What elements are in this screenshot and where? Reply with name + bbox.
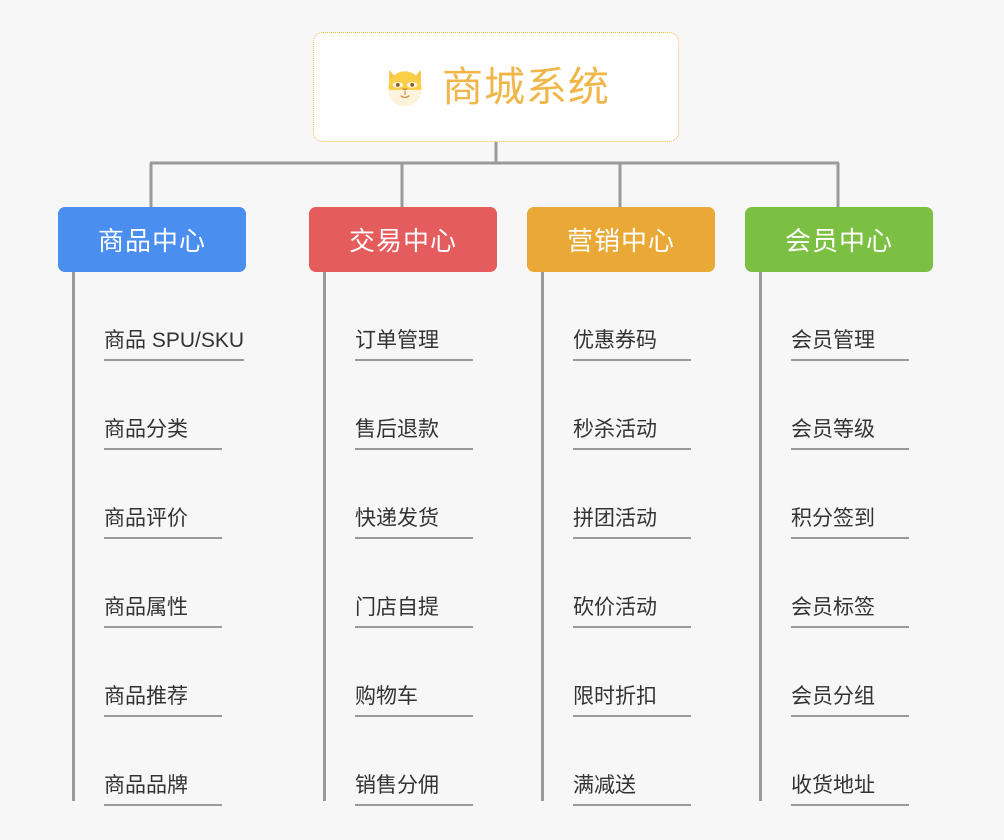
column-trunk-line xyxy=(323,272,326,801)
leaf-item[interactable]: 满减送 xyxy=(541,717,729,806)
leaf-item-label: 秒杀活动 xyxy=(573,418,691,450)
leaf-item[interactable]: 会员分组 xyxy=(759,628,947,717)
category-header-1[interactable]: 商品中心 xyxy=(58,207,246,272)
leaf-item-label: 购物车 xyxy=(355,685,473,717)
leaf-item[interactable]: 优惠券码 xyxy=(541,272,729,361)
leaf-item[interactable]: 会员标签 xyxy=(759,539,947,628)
leaf-item[interactable]: 商品分类 xyxy=(72,361,260,450)
leaf-item-label: 快递发货 xyxy=(355,507,473,539)
leaf-item[interactable]: 销售分佣 xyxy=(323,717,511,806)
leaf-item-label: 收货地址 xyxy=(791,774,909,806)
category-header-4[interactable]: 会员中心 xyxy=(745,207,933,272)
leaf-item[interactable]: 收货地址 xyxy=(759,717,947,806)
leaf-item[interactable]: 会员等级 xyxy=(759,361,947,450)
leaf-item[interactable]: 秒杀活动 xyxy=(541,361,729,450)
leaf-item[interactable]: 商品 SPU/SKU xyxy=(72,272,260,361)
leaf-item-label: 商品分类 xyxy=(104,418,222,450)
leaf-item-label: 商品 SPU/SKU xyxy=(104,329,245,361)
root-title: 商城系统 xyxy=(442,63,610,110)
leaf-item[interactable]: 商品属性 xyxy=(72,539,260,628)
column-trunk-line xyxy=(72,272,75,801)
column-trunk-line xyxy=(541,272,544,801)
category-column: 会员中心会员管理会员等级积分签到会员标签会员分组收货地址 xyxy=(745,207,933,806)
leaf-item-label: 商品推荐 xyxy=(104,685,222,717)
leaf-item-label: 会员标签 xyxy=(791,596,909,628)
column-trunk-line xyxy=(759,272,762,801)
leaf-item[interactable]: 订单管理 xyxy=(323,272,511,361)
leaf-item-label: 会员等级 xyxy=(791,418,909,450)
leaf-item[interactable]: 商品品牌 xyxy=(72,717,260,806)
category-header-label: 交易中心 xyxy=(348,226,457,256)
leaf-item[interactable]: 积分签到 xyxy=(759,450,947,539)
leaf-item-label: 销售分佣 xyxy=(355,774,473,806)
leaf-list: 订单管理售后退款快递发货门店自提购物车销售分佣 xyxy=(323,272,511,806)
leaf-item[interactable]: 砍价活动 xyxy=(541,539,729,628)
category-header-2[interactable]: 交易中心 xyxy=(309,207,497,272)
leaf-item[interactable]: 会员管理 xyxy=(759,272,947,361)
leaf-item[interactable]: 商品评价 xyxy=(72,450,260,539)
leaf-item-label: 商品属性 xyxy=(104,596,222,628)
category-column: 商品中心商品 SPU/SKU 商品分类商品评价商品属性商品推荐商品品牌 xyxy=(58,207,246,806)
leaf-item[interactable]: 拼团活动 xyxy=(541,450,729,539)
leaf-item-label: 门店自提 xyxy=(355,596,473,628)
category-column: 交易中心订单管理售后退款快递发货门店自提购物车销售分佣 xyxy=(309,207,497,806)
leaf-item-label: 积分签到 xyxy=(791,507,909,539)
leaf-item[interactable]: 售后退款 xyxy=(323,361,511,450)
leaf-item-label: 商品评价 xyxy=(104,507,222,539)
leaf-item-label: 商品品牌 xyxy=(104,774,222,806)
leaf-item-label: 订单管理 xyxy=(355,329,473,361)
shiba-dog-icon xyxy=(388,69,422,107)
leaf-item-label: 限时折扣 xyxy=(573,685,691,717)
leaf-list: 商品 SPU/SKU 商品分类商品评价商品属性商品推荐商品品牌 xyxy=(72,272,260,806)
category-header-label: 营销中心 xyxy=(566,226,675,256)
leaf-item-label: 优惠券码 xyxy=(573,329,691,361)
leaf-item-label: 会员分组 xyxy=(791,685,909,717)
leaf-item-label: 拼团活动 xyxy=(573,507,691,539)
root-node[interactable]: 商城系统 xyxy=(313,32,679,142)
leaf-item[interactable]: 门店自提 xyxy=(323,539,511,628)
leaf-list: 优惠券码秒杀活动拼团活动砍价活动限时折扣满减送 xyxy=(541,272,729,806)
leaf-item[interactable]: 快递发货 xyxy=(323,450,511,539)
leaf-item-label: 会员管理 xyxy=(791,329,909,361)
leaf-item[interactable]: 购物车 xyxy=(323,628,511,717)
leaf-list: 会员管理会员等级积分签到会员标签会员分组收货地址 xyxy=(759,272,947,806)
leaf-item-label: 满减送 xyxy=(573,774,691,806)
category-header-3[interactable]: 营销中心 xyxy=(527,207,715,272)
category-header-label: 商品中心 xyxy=(97,226,206,256)
leaf-item-label: 售后退款 xyxy=(355,418,473,450)
leaf-item-label: 砍价活动 xyxy=(573,596,691,628)
leaf-item[interactable]: 商品推荐 xyxy=(72,628,260,717)
category-header-label: 会员中心 xyxy=(784,226,893,256)
category-column: 营销中心优惠券码秒杀活动拼团活动砍价活动限时折扣满减送 xyxy=(527,207,715,806)
leaf-item[interactable]: 限时折扣 xyxy=(541,628,729,717)
